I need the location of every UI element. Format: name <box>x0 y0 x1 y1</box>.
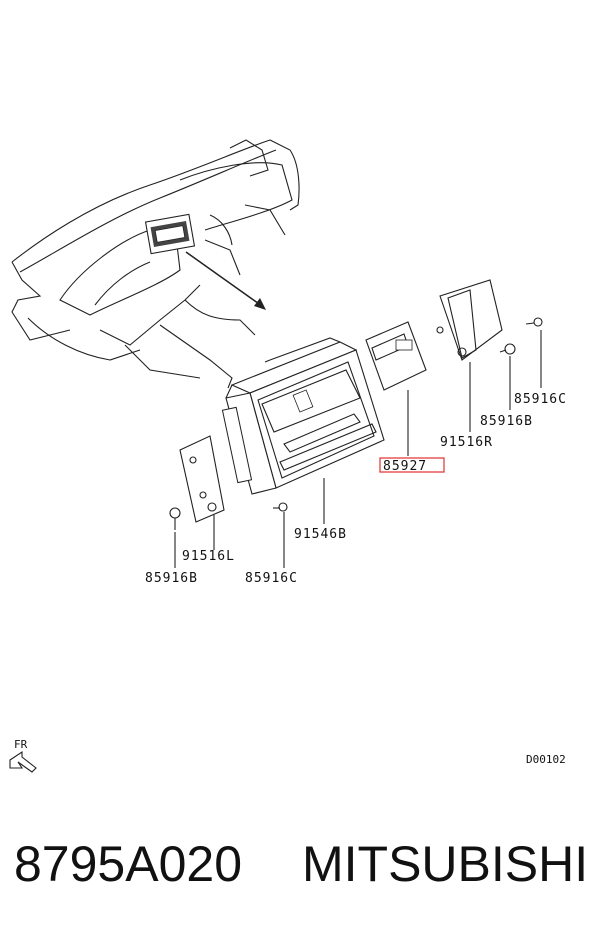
label-91516L: 91516L <box>182 549 235 564</box>
label-85916C-right: 85916C <box>514 392 567 407</box>
label-91516R: 91516R <box>440 435 493 450</box>
drawing-code: D00102 <box>526 753 566 766</box>
leader-lines <box>174 330 542 568</box>
front-marker-label: FR <box>14 738 28 751</box>
footer: 8795A020 MITSUBISHI <box>14 835 594 905</box>
label-85916B-right: 85916B <box>480 414 533 429</box>
screws <box>169 317 543 530</box>
highlight-box <box>379 457 445 473</box>
front-arrow-icon <box>9 750 37 773</box>
label-85916B-left: 85916B <box>145 571 198 586</box>
front-marker: FR <box>9 738 37 773</box>
head-unit-assembly <box>179 279 503 523</box>
parts-diagram: 85916C 85916B 91516R 85927 91546B 91516L… <box>9 139 567 773</box>
label-85927: 85927 <box>383 459 427 474</box>
brand-name: MITSUBISHI <box>302 836 589 892</box>
label-85916C-left: 85916C <box>245 571 298 586</box>
label-91546B: 91546B <box>294 527 347 542</box>
dashboard-illustration <box>11 139 300 389</box>
part-number: 8795A020 <box>14 836 243 892</box>
